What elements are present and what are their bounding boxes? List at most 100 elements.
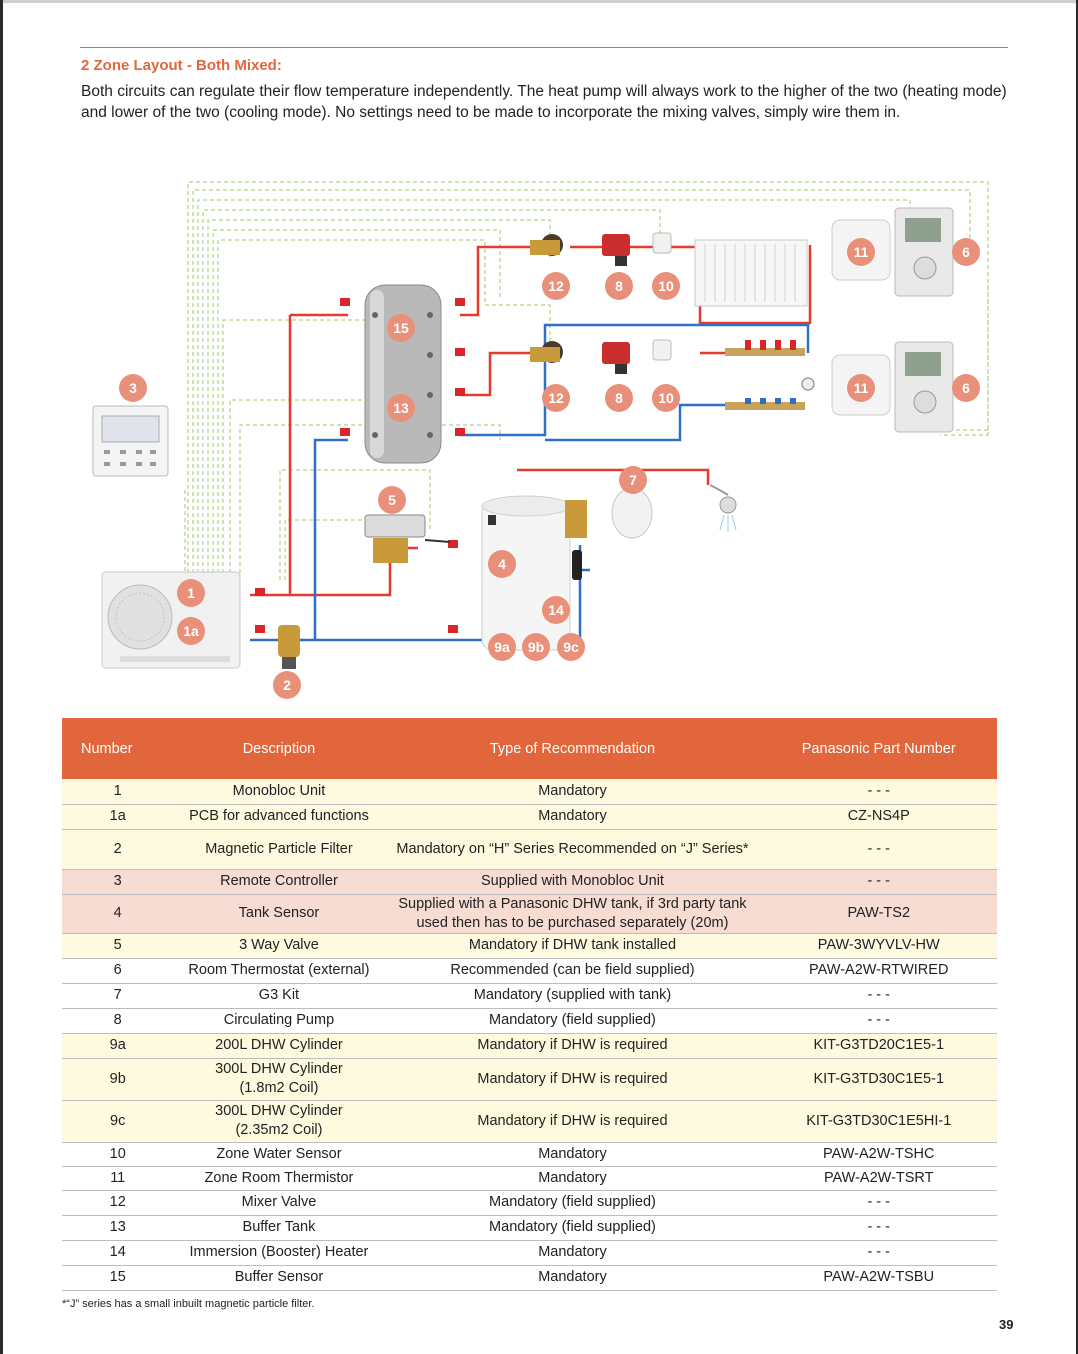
cell-description: 3 Way Valve bbox=[173, 933, 385, 959]
table-row: 12 Mixer Valve Mandatory (field supplied… bbox=[62, 1190, 997, 1216]
cell-number: 12 bbox=[62, 1190, 174, 1216]
page-frame-top bbox=[0, 0, 1078, 3]
mixer-valves bbox=[530, 234, 563, 363]
cell-part-number: KIT-G3TD30C1E5-1 bbox=[760, 1058, 997, 1101]
cell-recommendation: Mandatory bbox=[384, 779, 761, 805]
table-row: 11 Zone Room Thermistor Mandatory PAW-A2… bbox=[62, 1166, 997, 1191]
cell-description: 300L DHW Cylinder (2.35m2 Coil) bbox=[173, 1100, 385, 1143]
label-10-upper: 10 bbox=[652, 272, 680, 300]
header-number: Number bbox=[62, 718, 174, 779]
header-description: Description bbox=[173, 718, 385, 779]
cell-number: 8 bbox=[62, 1008, 174, 1034]
heading-rule bbox=[80, 47, 1008, 48]
label-2: 2 bbox=[273, 671, 301, 699]
table-row: 13 Buffer Tank Mandatory (field supplied… bbox=[62, 1215, 997, 1241]
cell-part-number: - - - bbox=[760, 1008, 997, 1034]
cell-description: Remote Controller bbox=[173, 869, 385, 895]
shower-head bbox=[709, 484, 737, 532]
cell-description: PCB for advanced functions bbox=[173, 804, 385, 830]
svg-text:1: 1 bbox=[187, 585, 195, 601]
cell-description: Zone Water Sensor bbox=[173, 1142, 385, 1167]
label-1: 1 bbox=[177, 579, 205, 607]
label-9b: 9b bbox=[522, 633, 550, 661]
cell-part-number: KIT-G3TD30C1E5HI-1 bbox=[760, 1100, 997, 1143]
three-way-valve bbox=[364, 514, 451, 563]
svg-text:9b: 9b bbox=[528, 639, 544, 655]
label-3: 3 bbox=[119, 374, 147, 402]
table-row: 6 Room Thermostat (external) Recommended… bbox=[62, 958, 997, 984]
label-6-upper: 6 bbox=[952, 238, 980, 266]
svg-text:4: 4 bbox=[498, 556, 506, 572]
cell-number: 5 bbox=[62, 933, 174, 959]
cell-part-number: KIT-G3TD20C1E5-1 bbox=[760, 1033, 997, 1059]
table-row: 10 Zone Water Sensor Mandatory PAW-A2W-T… bbox=[62, 1142, 997, 1167]
table-header-row: Number Description Type of Recommendatio… bbox=[62, 718, 997, 779]
system-diagram: 1 1a 2 3 4 5 6 6 7 8 8 9a 9b 9c 10 10 11… bbox=[92, 181, 989, 699]
cell-description: Tank Sensor bbox=[173, 894, 385, 934]
table-row: 2 Magnetic Particle Filter Mandatory on … bbox=[62, 829, 997, 870]
cell-recommendation: Mandatory (field supplied) bbox=[384, 1215, 761, 1241]
footnote: *“J” series has a small inbuilt magnetic… bbox=[62, 1298, 315, 1310]
zone-water-sensors bbox=[652, 232, 672, 361]
cell-recommendation: Mandatory if DHW is required bbox=[384, 1100, 761, 1143]
label-4: 4 bbox=[488, 550, 516, 578]
svg-text:11: 11 bbox=[854, 244, 869, 260]
cell-number: 11 bbox=[62, 1166, 174, 1191]
table-row: 1 Monobloc Unit Mandatory - - - bbox=[62, 779, 997, 805]
cell-recommendation: Mandatory (field supplied) bbox=[384, 1008, 761, 1034]
monobloc-unit bbox=[101, 571, 241, 669]
cell-description: Monobloc Unit bbox=[173, 779, 385, 805]
table-row: 4 Tank Sensor Supplied with a Panasonic … bbox=[62, 894, 997, 934]
svg-text:9c: 9c bbox=[563, 639, 579, 655]
table-row: 9c 300L DHW Cylinder (2.35m2 Coil) Manda… bbox=[62, 1100, 997, 1143]
svg-text:15: 15 bbox=[393, 320, 409, 336]
cell-number: 9a bbox=[62, 1033, 174, 1059]
cell-part-number: - - - bbox=[760, 829, 997, 870]
cell-recommendation: Mandatory if DHW is required bbox=[384, 1058, 761, 1101]
cell-part-number: - - - bbox=[760, 1240, 997, 1266]
cell-description: Immersion (Booster) Heater bbox=[173, 1240, 385, 1266]
cell-number: 14 bbox=[62, 1240, 174, 1266]
label-9a: 9a bbox=[488, 633, 516, 661]
table-row: 3 Remote Controller Supplied with Monobl… bbox=[62, 869, 997, 895]
cell-description: Buffer Tank bbox=[173, 1215, 385, 1241]
g3-kit bbox=[565, 487, 653, 580]
cell-recommendation: Mandatory bbox=[384, 1265, 761, 1291]
cell-part-number: - - - bbox=[760, 779, 997, 805]
table-row: 1a PCB for advanced functions Mandatory … bbox=[62, 804, 997, 830]
underfloor-manifold bbox=[725, 340, 815, 410]
table-row: 5 3 Way Valve Mandatory if DHW tank inst… bbox=[62, 933, 997, 959]
cell-number: 9b bbox=[62, 1058, 174, 1101]
label-15: 15 bbox=[387, 314, 415, 342]
cell-description: Room Thermostat (external) bbox=[173, 958, 385, 984]
svg-text:6: 6 bbox=[962, 380, 970, 396]
cell-recommendation: Mandatory bbox=[384, 804, 761, 830]
parts-table: Number Description Type of Recommendatio… bbox=[62, 718, 997, 1291]
cell-number: 1 bbox=[62, 779, 174, 805]
buffer-tank bbox=[364, 284, 442, 464]
cell-description: 200L DHW Cylinder bbox=[173, 1033, 385, 1059]
svg-text:11: 11 bbox=[854, 380, 869, 396]
svg-text:6: 6 bbox=[962, 244, 970, 260]
cell-number: 13 bbox=[62, 1215, 174, 1241]
svg-text:13: 13 bbox=[393, 400, 409, 416]
cell-recommendation: Mandatory if DHW tank installed bbox=[384, 933, 761, 959]
cell-recommendation: Mandatory (field supplied) bbox=[384, 1190, 761, 1216]
cell-part-number: - - - bbox=[760, 983, 997, 1009]
label-1a: 1a bbox=[177, 617, 205, 645]
svg-text:3: 3 bbox=[129, 380, 137, 396]
cell-number: 10 bbox=[62, 1142, 174, 1167]
cell-description: Magnetic Particle Filter bbox=[173, 829, 385, 870]
svg-text:5: 5 bbox=[388, 492, 396, 508]
svg-text:7: 7 bbox=[629, 472, 637, 488]
header-recommendation: Type of Recommendation bbox=[384, 718, 761, 779]
label-6-lower: 6 bbox=[952, 374, 980, 402]
table-row: 15 Buffer Sensor Mandatory PAW-A2W-TSBU bbox=[62, 1265, 997, 1291]
cell-recommendation: Mandatory on “H” Series Recommended on “… bbox=[384, 829, 761, 870]
section-heading: 2 Zone Layout - Both Mixed: bbox=[81, 57, 282, 74]
cell-number: 6 bbox=[62, 958, 174, 984]
cell-description: G3 Kit bbox=[173, 983, 385, 1009]
cell-part-number: PAW-A2W-TSBU bbox=[760, 1265, 997, 1291]
label-9c: 9c bbox=[557, 633, 585, 661]
table-row: 9a 200L DHW Cylinder Mandatory if DHW is… bbox=[62, 1033, 997, 1059]
